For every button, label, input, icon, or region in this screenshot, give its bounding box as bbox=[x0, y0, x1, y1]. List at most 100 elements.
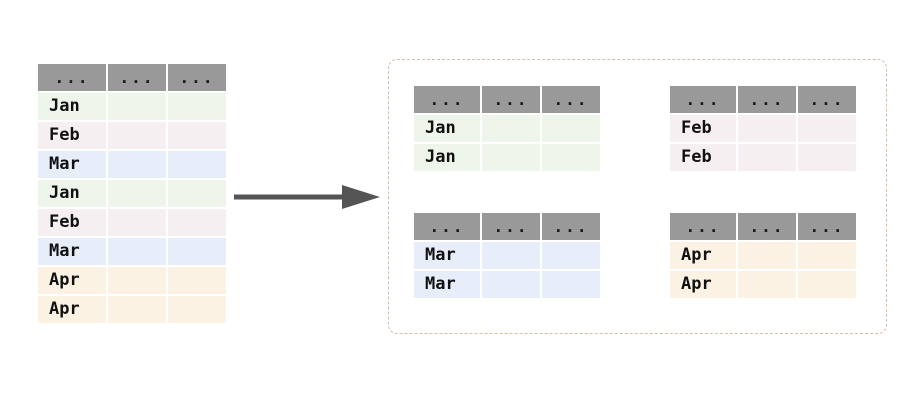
row-label-cell: Apr bbox=[38, 296, 106, 323]
table-header-row: ... ... ... bbox=[414, 86, 600, 113]
table-row: Mar bbox=[414, 242, 600, 269]
column-header-3: ... bbox=[798, 213, 856, 240]
column-header-3: ... bbox=[542, 86, 600, 113]
table-row: Apr bbox=[670, 271, 856, 298]
row-label-cell: Apr bbox=[670, 242, 736, 269]
row-data-cell bbox=[738, 144, 796, 171]
group-apr-header: ... ... ... bbox=[670, 213, 856, 240]
row-label-cell: Jan bbox=[38, 93, 106, 120]
row-label-cell: Apr bbox=[670, 271, 736, 298]
row-data-cell bbox=[738, 242, 796, 269]
row-data-cell bbox=[482, 115, 540, 142]
row-data-cell bbox=[108, 267, 166, 294]
row-data-cell bbox=[482, 144, 540, 171]
row-label-cell: Feb bbox=[38, 122, 106, 149]
table-header-row: ... ... ... bbox=[670, 86, 856, 113]
column-header-1: ... bbox=[414, 86, 480, 113]
row-data-cell bbox=[482, 271, 540, 298]
table-row: Feb bbox=[38, 122, 226, 149]
row-label-cell: Feb bbox=[670, 144, 736, 171]
table-header-row: ... ... ... bbox=[38, 64, 226, 91]
row-data-cell bbox=[168, 267, 226, 294]
row-label-cell: Jan bbox=[414, 144, 480, 171]
row-data-cell bbox=[108, 238, 166, 265]
row-data-cell bbox=[738, 115, 796, 142]
group-container bbox=[388, 59, 887, 334]
table-row: Mar bbox=[38, 238, 226, 265]
row-label-cell: Feb bbox=[670, 115, 736, 142]
table-row: Mar bbox=[414, 271, 600, 298]
row-data-cell bbox=[798, 115, 856, 142]
table-row: Feb bbox=[38, 209, 226, 236]
row-data-cell bbox=[108, 296, 166, 323]
row-label-cell: Feb bbox=[38, 209, 106, 236]
flow-arrow bbox=[234, 182, 380, 212]
group-jan-header: ... ... ... bbox=[414, 86, 600, 113]
row-label-cell: Apr bbox=[38, 267, 106, 294]
table-header-row: ... ... ... bbox=[670, 213, 856, 240]
table-row: Jan bbox=[414, 115, 600, 142]
table-row: Jan bbox=[414, 144, 600, 171]
row-data-cell bbox=[108, 122, 166, 149]
column-header-2: ... bbox=[738, 213, 796, 240]
row-data-cell bbox=[108, 151, 166, 178]
table-row: Apr bbox=[38, 267, 226, 294]
column-header-1: ... bbox=[670, 213, 736, 240]
row-label-cell: Jan bbox=[38, 180, 106, 207]
row-data-cell bbox=[168, 180, 226, 207]
table-row: Feb bbox=[670, 144, 856, 171]
column-header-3: ... bbox=[798, 86, 856, 113]
group-feb-header: ... ... ... bbox=[670, 86, 856, 113]
table-row: Jan bbox=[38, 180, 226, 207]
row-data-cell bbox=[798, 242, 856, 269]
row-label-cell: Mar bbox=[38, 238, 106, 265]
column-header-2: ... bbox=[108, 64, 166, 91]
row-label-cell: Mar bbox=[414, 242, 480, 269]
table-header-row: ... ... ... bbox=[414, 213, 600, 240]
column-header-2: ... bbox=[738, 86, 796, 113]
row-data-cell bbox=[738, 271, 796, 298]
column-header-2: ... bbox=[482, 213, 540, 240]
column-header-3: ... bbox=[168, 64, 226, 91]
row-data-cell bbox=[482, 242, 540, 269]
column-header-3: ... bbox=[542, 213, 600, 240]
column-header-1: ... bbox=[670, 86, 736, 113]
row-data-cell bbox=[168, 238, 226, 265]
row-data-cell bbox=[542, 271, 600, 298]
row-data-cell bbox=[108, 93, 166, 120]
row-label-cell: Jan bbox=[414, 115, 480, 142]
row-data-cell bbox=[542, 144, 600, 171]
table-row: Mar bbox=[38, 151, 226, 178]
row-data-cell bbox=[168, 296, 226, 323]
table-row: Apr bbox=[38, 296, 226, 323]
row-label-cell: Mar bbox=[414, 271, 480, 298]
source-table-header: ... ... ... bbox=[38, 64, 226, 91]
arrow-icon bbox=[234, 185, 380, 209]
group-mar-header: ... ... ... bbox=[414, 213, 600, 240]
row-data-cell bbox=[168, 151, 226, 178]
row-data-cell bbox=[168, 122, 226, 149]
row-data-cell bbox=[108, 180, 166, 207]
row-label-cell: Mar bbox=[38, 151, 106, 178]
row-data-cell bbox=[542, 115, 600, 142]
column-header-2: ... bbox=[482, 86, 540, 113]
row-data-cell bbox=[798, 144, 856, 171]
column-header-1: ... bbox=[414, 213, 480, 240]
row-data-cell bbox=[108, 209, 166, 236]
row-data-cell bbox=[168, 209, 226, 236]
table-row: Apr bbox=[670, 242, 856, 269]
table-row: Feb bbox=[670, 115, 856, 142]
table-row: Jan bbox=[38, 93, 226, 120]
row-data-cell bbox=[168, 93, 226, 120]
column-header-1: ... bbox=[38, 64, 106, 91]
